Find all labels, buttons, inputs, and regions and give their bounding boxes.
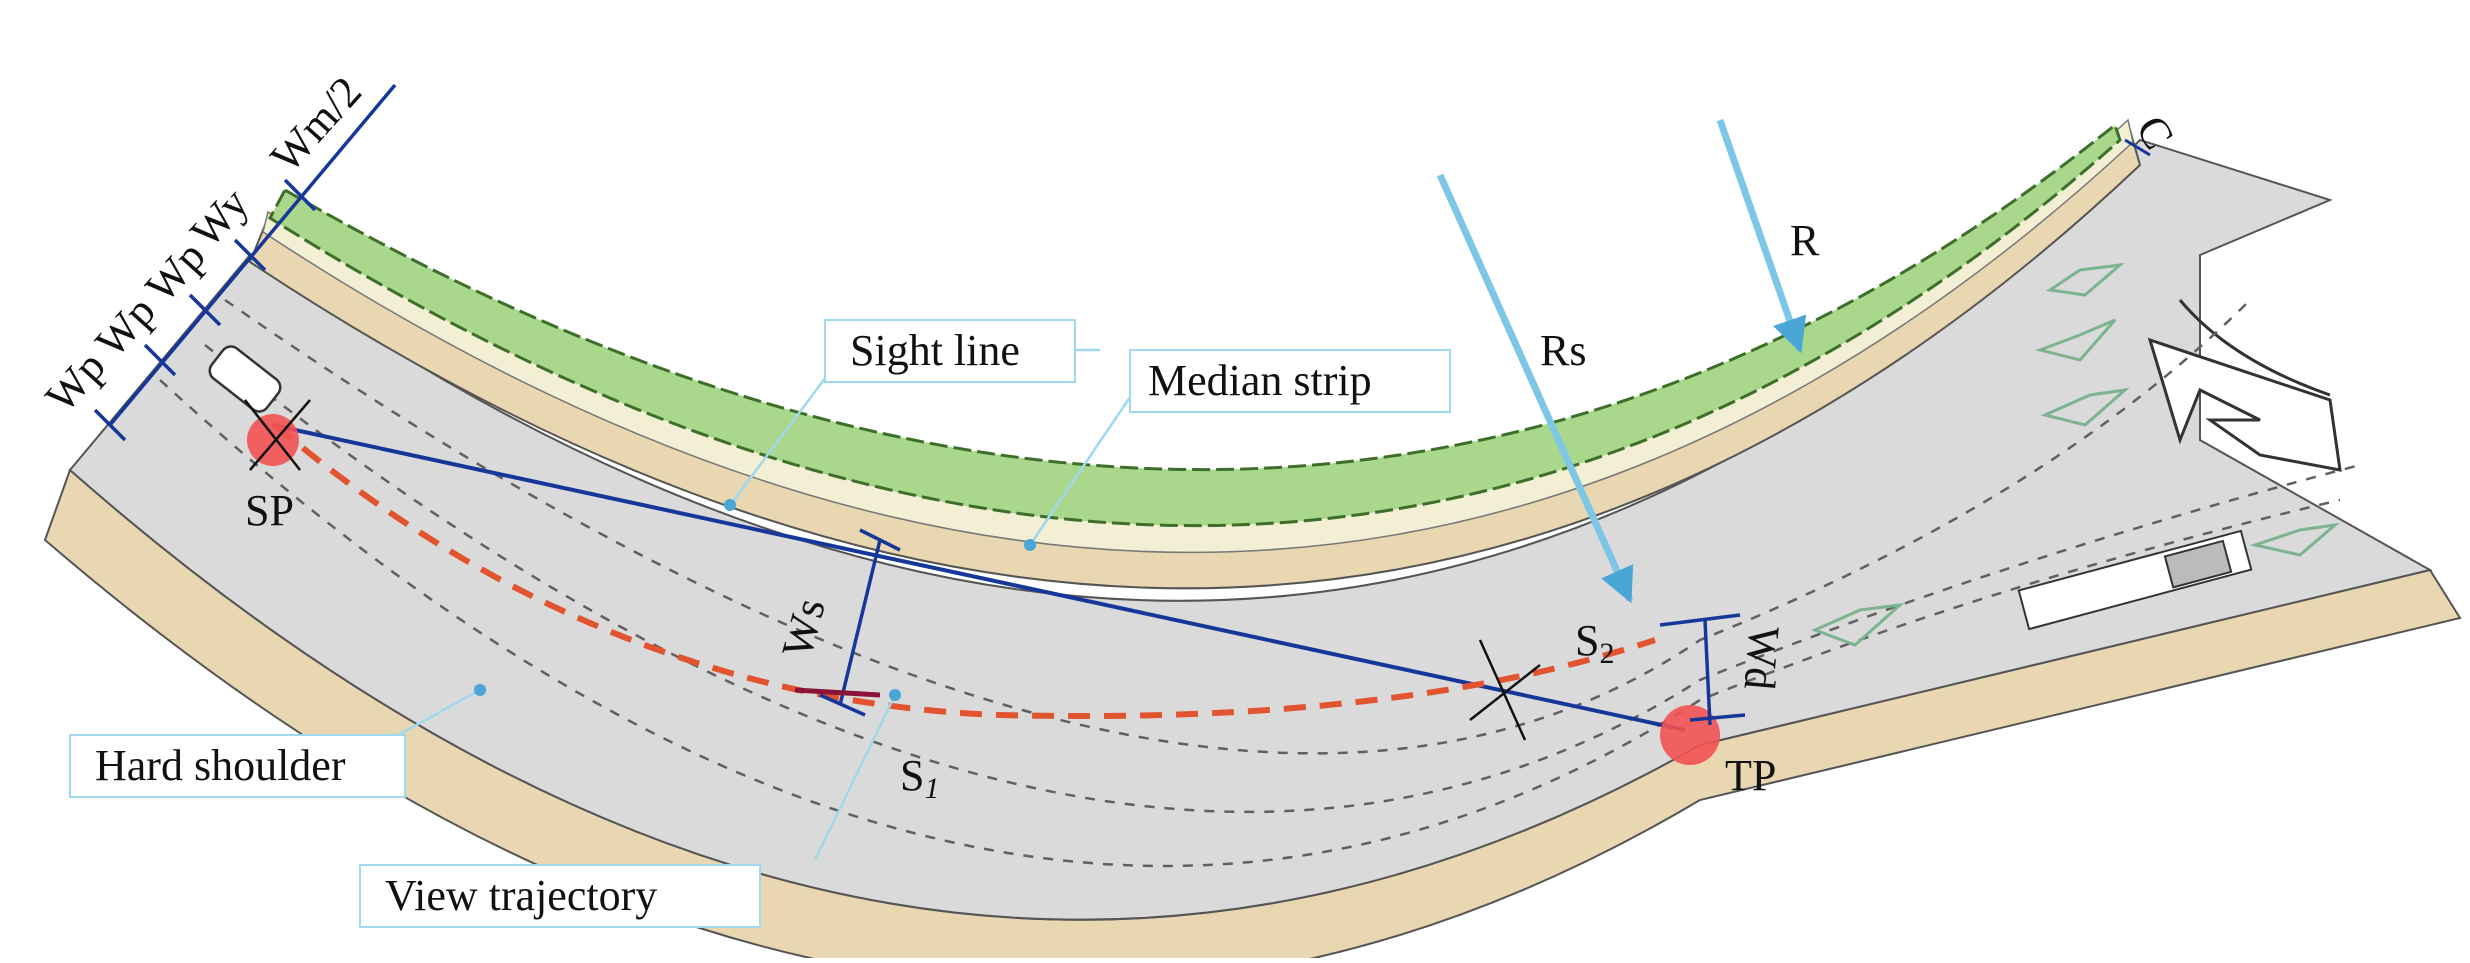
s2-start-cross [1469,664,1541,721]
dim-wp-outer: Wp [36,342,115,422]
dim-wm-half: Wm/2 [261,67,371,182]
radius-rs-arrow [1436,173,1634,604]
lane-arrow-icon [2249,522,2340,557]
s2-start-cross [1478,639,1527,741]
wd-label: Wd [1735,624,1789,692]
ws-marker-segment [794,687,881,698]
wd-dimension [1659,613,1746,726]
callout-dots [474,499,1036,701]
sight-line-label: Sight line [850,326,1020,375]
median-strip-label-box [1129,349,1451,413]
median-edge-tick [2124,138,2151,157]
lane-arrow-icon [2040,387,2130,427]
lane-arrow-icon [2034,318,2117,362]
off-ramp-edge [2178,299,2331,397]
truck-icon [2017,529,2253,631]
gore-area [2147,337,2342,472]
car-icon [208,345,282,413]
ws-dimension [819,528,901,717]
sp-label: SP [245,486,294,535]
view-trajectory-label: View trajectory [385,871,657,920]
lane-arrows [1811,262,2340,647]
view-trajectory-label-box [359,864,761,928]
radius-r-arrow [1716,118,1807,354]
sp-cross-mark [244,399,301,471]
radius-r-label: R [1790,216,1820,265]
tp-label: TP [1725,751,1776,800]
s1-label: S1 [900,751,939,805]
sight-line-label-box [824,319,1076,383]
sight-line [271,423,1686,732]
lane-arrow-icon [1811,602,1905,647]
carriageway-pavement [68,138,2433,921]
radius-rs-label: Rs [1540,326,1586,375]
hard-shoulder-label-box [69,734,406,798]
s2-label: S2 [1575,616,1614,670]
view-trajectory-line [273,422,1656,720]
sp-cross-mark [249,399,311,471]
cross-section-dimension-chain [93,83,397,442]
lane-arrow-icon [2045,262,2125,297]
hard-shoulder-label: Hard shoulder [95,741,346,790]
median-strip-label: Median strip [1148,356,1372,405]
median-strip-green [268,122,2122,528]
